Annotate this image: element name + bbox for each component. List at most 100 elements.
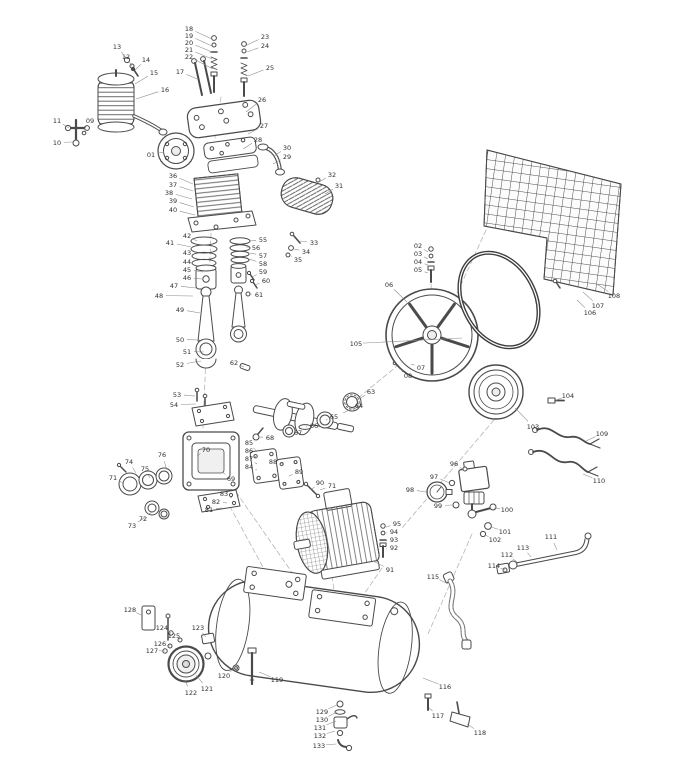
part-label-121: 121: [201, 685, 213, 693]
leader-line-114: [500, 567, 506, 571]
leader-line-01: [157, 151, 165, 154]
part-label-50: 50: [176, 336, 184, 344]
crankcase: [182, 431, 240, 491]
leader-line-47: [180, 286, 197, 289]
leader-line-100: [493, 507, 501, 509]
leader-line-91: [372, 560, 384, 567]
part-label-127: 127: [146, 647, 158, 655]
piston-rings: [190, 236, 251, 268]
part-label-57: 57: [259, 252, 267, 260]
part-label-01: 01: [147, 151, 155, 159]
leader-line-133: [325, 743, 337, 746]
leader-line-129: [328, 704, 338, 709]
part-label-19: 19: [185, 32, 193, 40]
part-label-48: 48: [155, 292, 163, 300]
part-label-90: 90: [316, 479, 324, 487]
part-label-05: 05: [414, 266, 422, 274]
leader-line-22: [195, 59, 214, 70]
leader-line-87: [254, 462, 258, 465]
v-belt: [457, 250, 541, 350]
leader-line-122: [184, 680, 189, 687]
part-label-35: 35: [294, 256, 302, 264]
part-label-74: 74: [125, 458, 133, 466]
leader-line-115: [439, 579, 449, 585]
part-label-60: 60: [262, 277, 270, 285]
part-label-115: 115: [427, 573, 439, 581]
pressure-gauge: [426, 481, 453, 503]
part-label-58: 58: [259, 260, 267, 268]
leader-line-18: [195, 31, 213, 40]
leader-line-69: [221, 471, 226, 475]
part-label-28: 28: [254, 136, 262, 144]
leader-line-98: [416, 490, 427, 493]
part-label-75: 75: [141, 465, 149, 473]
part-label-132: 132: [314, 732, 326, 740]
part-label-52: 52: [176, 361, 184, 369]
part-label-14: 14: [142, 56, 150, 64]
leader-line-76: [163, 461, 168, 471]
part-label-100: 100: [501, 506, 513, 514]
base-gasket: [191, 401, 235, 427]
leader-line-126: [166, 644, 171, 647]
part-label-32: 32: [328, 171, 336, 179]
part-label-06: 06: [385, 281, 393, 289]
part-label-114: 114: [488, 562, 500, 570]
part-label-124: 124: [156, 624, 168, 632]
part-label-15: 15: [150, 69, 158, 77]
leader-line-13: [121, 51, 128, 60]
cylinder-block: [187, 173, 257, 233]
part-label-16: 16: [161, 86, 169, 94]
leader-line-53: [183, 394, 196, 397]
part-label-54: 54: [170, 401, 178, 409]
leader-line-119: [258, 671, 271, 678]
leader-line-60: [254, 282, 260, 286]
leader-line-70: [196, 453, 201, 457]
leader-line-113: [527, 552, 532, 558]
part-label-86: 86: [245, 447, 253, 455]
part-label-94: 94: [390, 528, 398, 536]
leader-line-15: [134, 75, 149, 85]
leader-line-83: [229, 496, 233, 499]
inlet-fittings: [64, 118, 90, 147]
leader-line-111: [553, 542, 558, 551]
leader-line-36: [179, 177, 194, 185]
part-label-81: 81: [205, 506, 213, 514]
part-label-38: 38: [165, 189, 173, 197]
leader-line-88: [279, 464, 284, 467]
leader-line-105: [362, 337, 463, 344]
part-label-102: 102: [489, 536, 501, 544]
part-label-113: 113: [517, 544, 529, 552]
motor-pulley: [468, 364, 565, 420]
part-label-24: 24: [261, 42, 269, 50]
air-tank: [207, 566, 421, 694]
part-label-44: 44: [183, 258, 191, 266]
part-label-71: 71: [328, 482, 336, 490]
part-label-29: 29: [283, 153, 291, 161]
leader-line-08: [399, 368, 403, 372]
part-label-109: 109: [596, 430, 608, 438]
motor-hardware: [379, 523, 387, 558]
part-label-87: 87: [245, 455, 253, 463]
support-foot: [424, 693, 471, 728]
leader-line-55: [249, 240, 257, 242]
part-label-97: 97: [430, 473, 438, 481]
leader-line-20: [195, 44, 213, 53]
part-label-08: 08: [404, 372, 412, 380]
leader-line-82: [222, 502, 228, 504]
part-label-63: 63: [367, 388, 375, 396]
leader-line-108: [596, 283, 609, 292]
part-label-103: 103: [527, 423, 539, 431]
leader-line-02: [423, 249, 429, 253]
part-label-41: 41: [166, 239, 174, 247]
part-label-67: 67: [294, 429, 302, 437]
leader-line-85: [253, 447, 258, 453]
leader-line-27: [247, 128, 258, 135]
part-label-51: 51: [183, 348, 191, 356]
part-label-47: 47: [170, 282, 178, 290]
braided-hose: [442, 571, 472, 650]
leader-line-116: [422, 677, 439, 685]
leader-line-64: [342, 408, 353, 414]
part-label-130: 130: [316, 716, 328, 724]
